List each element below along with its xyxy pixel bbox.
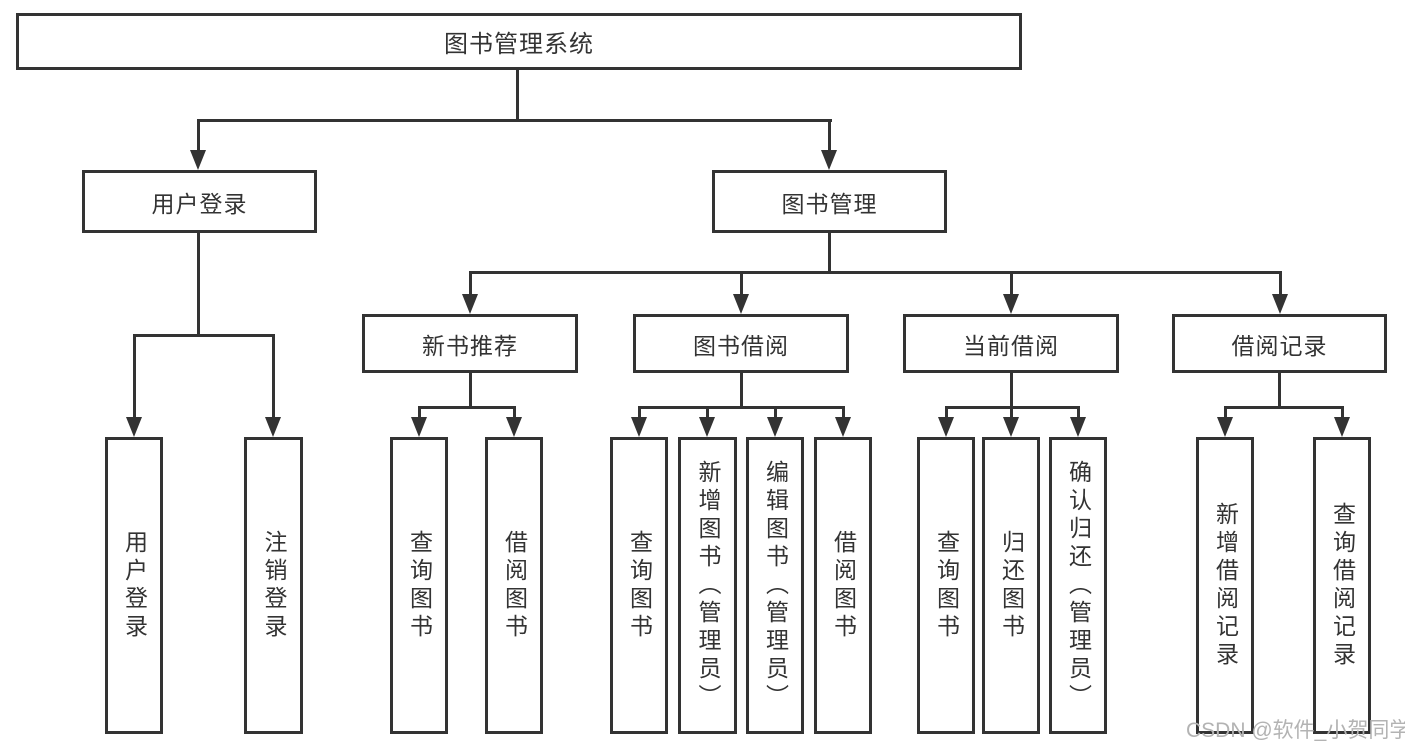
connector-line: [197, 233, 200, 337]
connector-line: [1010, 373, 1013, 409]
arrowhead-down-icon: [1003, 294, 1019, 314]
arrowhead-down-icon: [938, 417, 954, 437]
node-book-borrow: 图书借阅: [633, 314, 849, 373]
connector-line: [828, 233, 831, 274]
leaf-query-books-3: 查询图书: [917, 437, 975, 734]
connector-line: [418, 406, 421, 423]
arrowhead-down-icon: [1272, 294, 1288, 314]
connector-line: [197, 119, 200, 156]
arrowhead-down-icon: [1334, 417, 1350, 437]
arrowhead-down-icon: [1070, 417, 1086, 437]
node-label: 新增借阅记录: [1212, 501, 1239, 670]
connector-line: [1010, 271, 1013, 299]
arrowhead-down-icon: [411, 417, 427, 437]
connector-line: [197, 119, 832, 122]
connector-line: [133, 334, 275, 337]
arrowhead-down-icon: [1003, 417, 1019, 437]
arrowhead-down-icon: [699, 417, 715, 437]
node-label: 查询图书: [406, 529, 433, 642]
arrowhead-down-icon: [462, 294, 478, 314]
node-label: 图书管理系统: [444, 31, 594, 58]
leaf-add-books-admin: 新增图书（管理员）: [678, 437, 737, 734]
node-label: 归还图书: [998, 529, 1025, 642]
leaf-edit-books-admin: 编辑图书（管理员）: [746, 437, 804, 734]
node-label: 新书推荐: [422, 332, 518, 359]
connector-line: [469, 373, 472, 409]
arrowhead-down-icon: [733, 294, 749, 314]
arrowhead-down-icon: [1217, 417, 1233, 437]
connector-line: [638, 406, 641, 423]
connector-line: [638, 406, 844, 409]
connector-line: [945, 406, 948, 423]
connector-line: [133, 334, 136, 423]
connector-line: [1341, 406, 1344, 423]
node-label: 用户登录: [151, 190, 248, 217]
connector-line: [272, 334, 275, 423]
connector-line: [469, 271, 1282, 274]
node-new-book-recommend: 新书推荐: [362, 314, 578, 373]
arrowhead-down-icon: [767, 417, 783, 437]
watermark: CSDN @软件_小贺同学: [1186, 719, 1405, 742]
leaf-add-borrow-record: 新增借阅记录: [1196, 437, 1254, 734]
leaf-user-login: 用户登录: [105, 437, 163, 734]
connector-line: [1224, 406, 1227, 423]
arrowhead-down-icon: [631, 417, 647, 437]
arrowhead-down-icon: [265, 417, 281, 437]
arrowhead-down-icon: [821, 150, 837, 170]
connector-line: [842, 406, 845, 423]
leaf-query-books-2: 查询图书: [610, 437, 668, 734]
node-current-borrow: 当前借阅: [903, 314, 1119, 373]
node-label: 当前借阅: [963, 332, 1059, 359]
node-label: 确认归还（管理员）: [1065, 459, 1092, 712]
node-label: 借阅记录: [1231, 332, 1328, 359]
node-label: 图书借阅: [693, 332, 789, 359]
connector-line: [418, 406, 516, 409]
leaf-confirm-return-admin: 确认归还（管理员）: [1049, 437, 1107, 734]
connector-line: [516, 70, 519, 122]
connector-line: [1279, 271, 1282, 299]
node-user-login: 用户登录: [82, 170, 317, 233]
node-label: 新增图书（管理员）: [695, 459, 721, 712]
connector-line: [774, 406, 777, 423]
node-label: 借阅图书: [501, 529, 528, 642]
leaf-logout: 注销登录: [244, 437, 303, 734]
connector-line: [706, 406, 709, 423]
node-label: 注销登录: [261, 529, 287, 642]
arrowhead-down-icon: [126, 417, 142, 437]
arrowhead-down-icon: [835, 417, 851, 437]
node-root: 图书管理系统: [16, 13, 1022, 70]
connector-line: [828, 119, 831, 156]
leaf-borrow-books-2: 借阅图书: [814, 437, 872, 734]
arrowhead-down-icon: [190, 150, 206, 170]
node-label: 查询借阅记录: [1329, 501, 1356, 670]
connector-line: [513, 406, 516, 423]
node-label: 借阅图书: [830, 529, 857, 642]
connector-line: [1077, 406, 1080, 423]
connector-line: [740, 271, 743, 299]
node-label: 查询图书: [626, 529, 653, 642]
connector-line: [469, 271, 472, 299]
leaf-query-borrow-record: 查询借阅记录: [1313, 437, 1371, 734]
node-label: 图书管理: [781, 190, 878, 217]
connector-line: [1224, 406, 1344, 409]
node-label: 编辑图书（管理员）: [762, 459, 789, 712]
leaf-borrow-books-1: 借阅图书: [485, 437, 543, 734]
node-borrow-record: 借阅记录: [1172, 314, 1387, 373]
node-label: 查询图书: [933, 529, 960, 642]
connector-line: [1278, 373, 1281, 409]
node-label: 用户登录: [121, 529, 148, 642]
leaf-return-books: 归还图书: [982, 437, 1040, 734]
connector-line: [740, 373, 743, 409]
leaf-query-books-1: 查询图书: [390, 437, 448, 734]
node-book-management: 图书管理: [712, 170, 947, 233]
connector-line: [1010, 406, 1013, 423]
arrowhead-down-icon: [506, 417, 522, 437]
